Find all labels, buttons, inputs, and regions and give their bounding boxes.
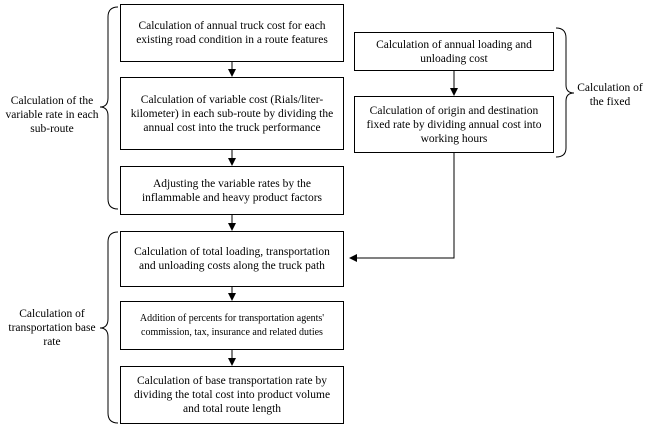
box-base-rate: Calculation of base transportation rate …: [120, 366, 344, 424]
label-base-rate: Calculation of transportation base rate: [8, 308, 96, 348]
label-fixed: Calculation of the fixed: [577, 82, 643, 108]
box-addition-percents: Addition of percents for transportation …: [120, 301, 344, 350]
box-adjust-variable-rates: Adjusting the variable rates by the infl…: [120, 166, 344, 215]
box-variable-cost: Calculation of variable cost (Rials/lite…: [120, 77, 344, 150]
arrow-r2-b4: [349, 153, 455, 262]
brace-variable: [99, 6, 119, 210]
brace-fixed: [555, 27, 575, 158]
box-loading-unloading-cost: Calculation of annual loading and unload…: [354, 32, 554, 71]
box-total-costs: Calculation of total loading, transporta…: [120, 231, 344, 287]
label-variable-rate: Calculation of the variable rate in each…: [5, 95, 99, 135]
brace-base: [99, 231, 119, 424]
box-fixed-rate: Calculation of origin and destination fi…: [354, 96, 554, 153]
box-annual-truck-cost: Calculation of annual truck cost for eac…: [120, 4, 344, 62]
